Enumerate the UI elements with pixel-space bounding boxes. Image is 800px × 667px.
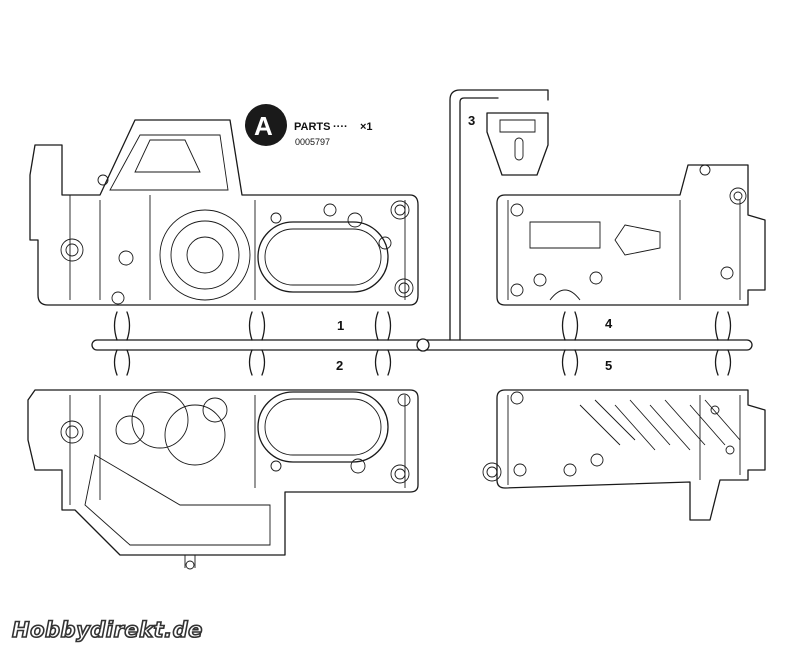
part-4-chassis-half: [496, 164, 766, 306]
part-label-1: 1: [337, 318, 344, 333]
parts-quantity: ×1: [360, 121, 373, 133]
parts-dots: ····: [333, 121, 348, 133]
part-number: 0005797: [295, 137, 330, 147]
part-5-chassis-half: [482, 389, 766, 521]
part-label-4: 4: [605, 316, 613, 331]
sprue-runner: [91, 89, 753, 376]
badge-letter: A: [254, 111, 273, 141]
part-label-3: 3: [468, 113, 475, 128]
part-3-bracket: [486, 112, 549, 176]
parts-label: PARTS: [294, 121, 330, 133]
parts-tree-badge: [245, 104, 287, 146]
watermark-logo: Hobbydirekt.de: [11, 617, 203, 643]
part-2-chassis-half: [27, 389, 419, 570]
part-label-2: 2: [336, 358, 343, 373]
part-label-5: 5: [605, 358, 612, 373]
parts-header: A PARTS ···· ×1 0005797: [245, 104, 373, 147]
part-labels: 1 2 3 4 5: [336, 113, 613, 373]
part-1-chassis-half: [29, 119, 419, 306]
